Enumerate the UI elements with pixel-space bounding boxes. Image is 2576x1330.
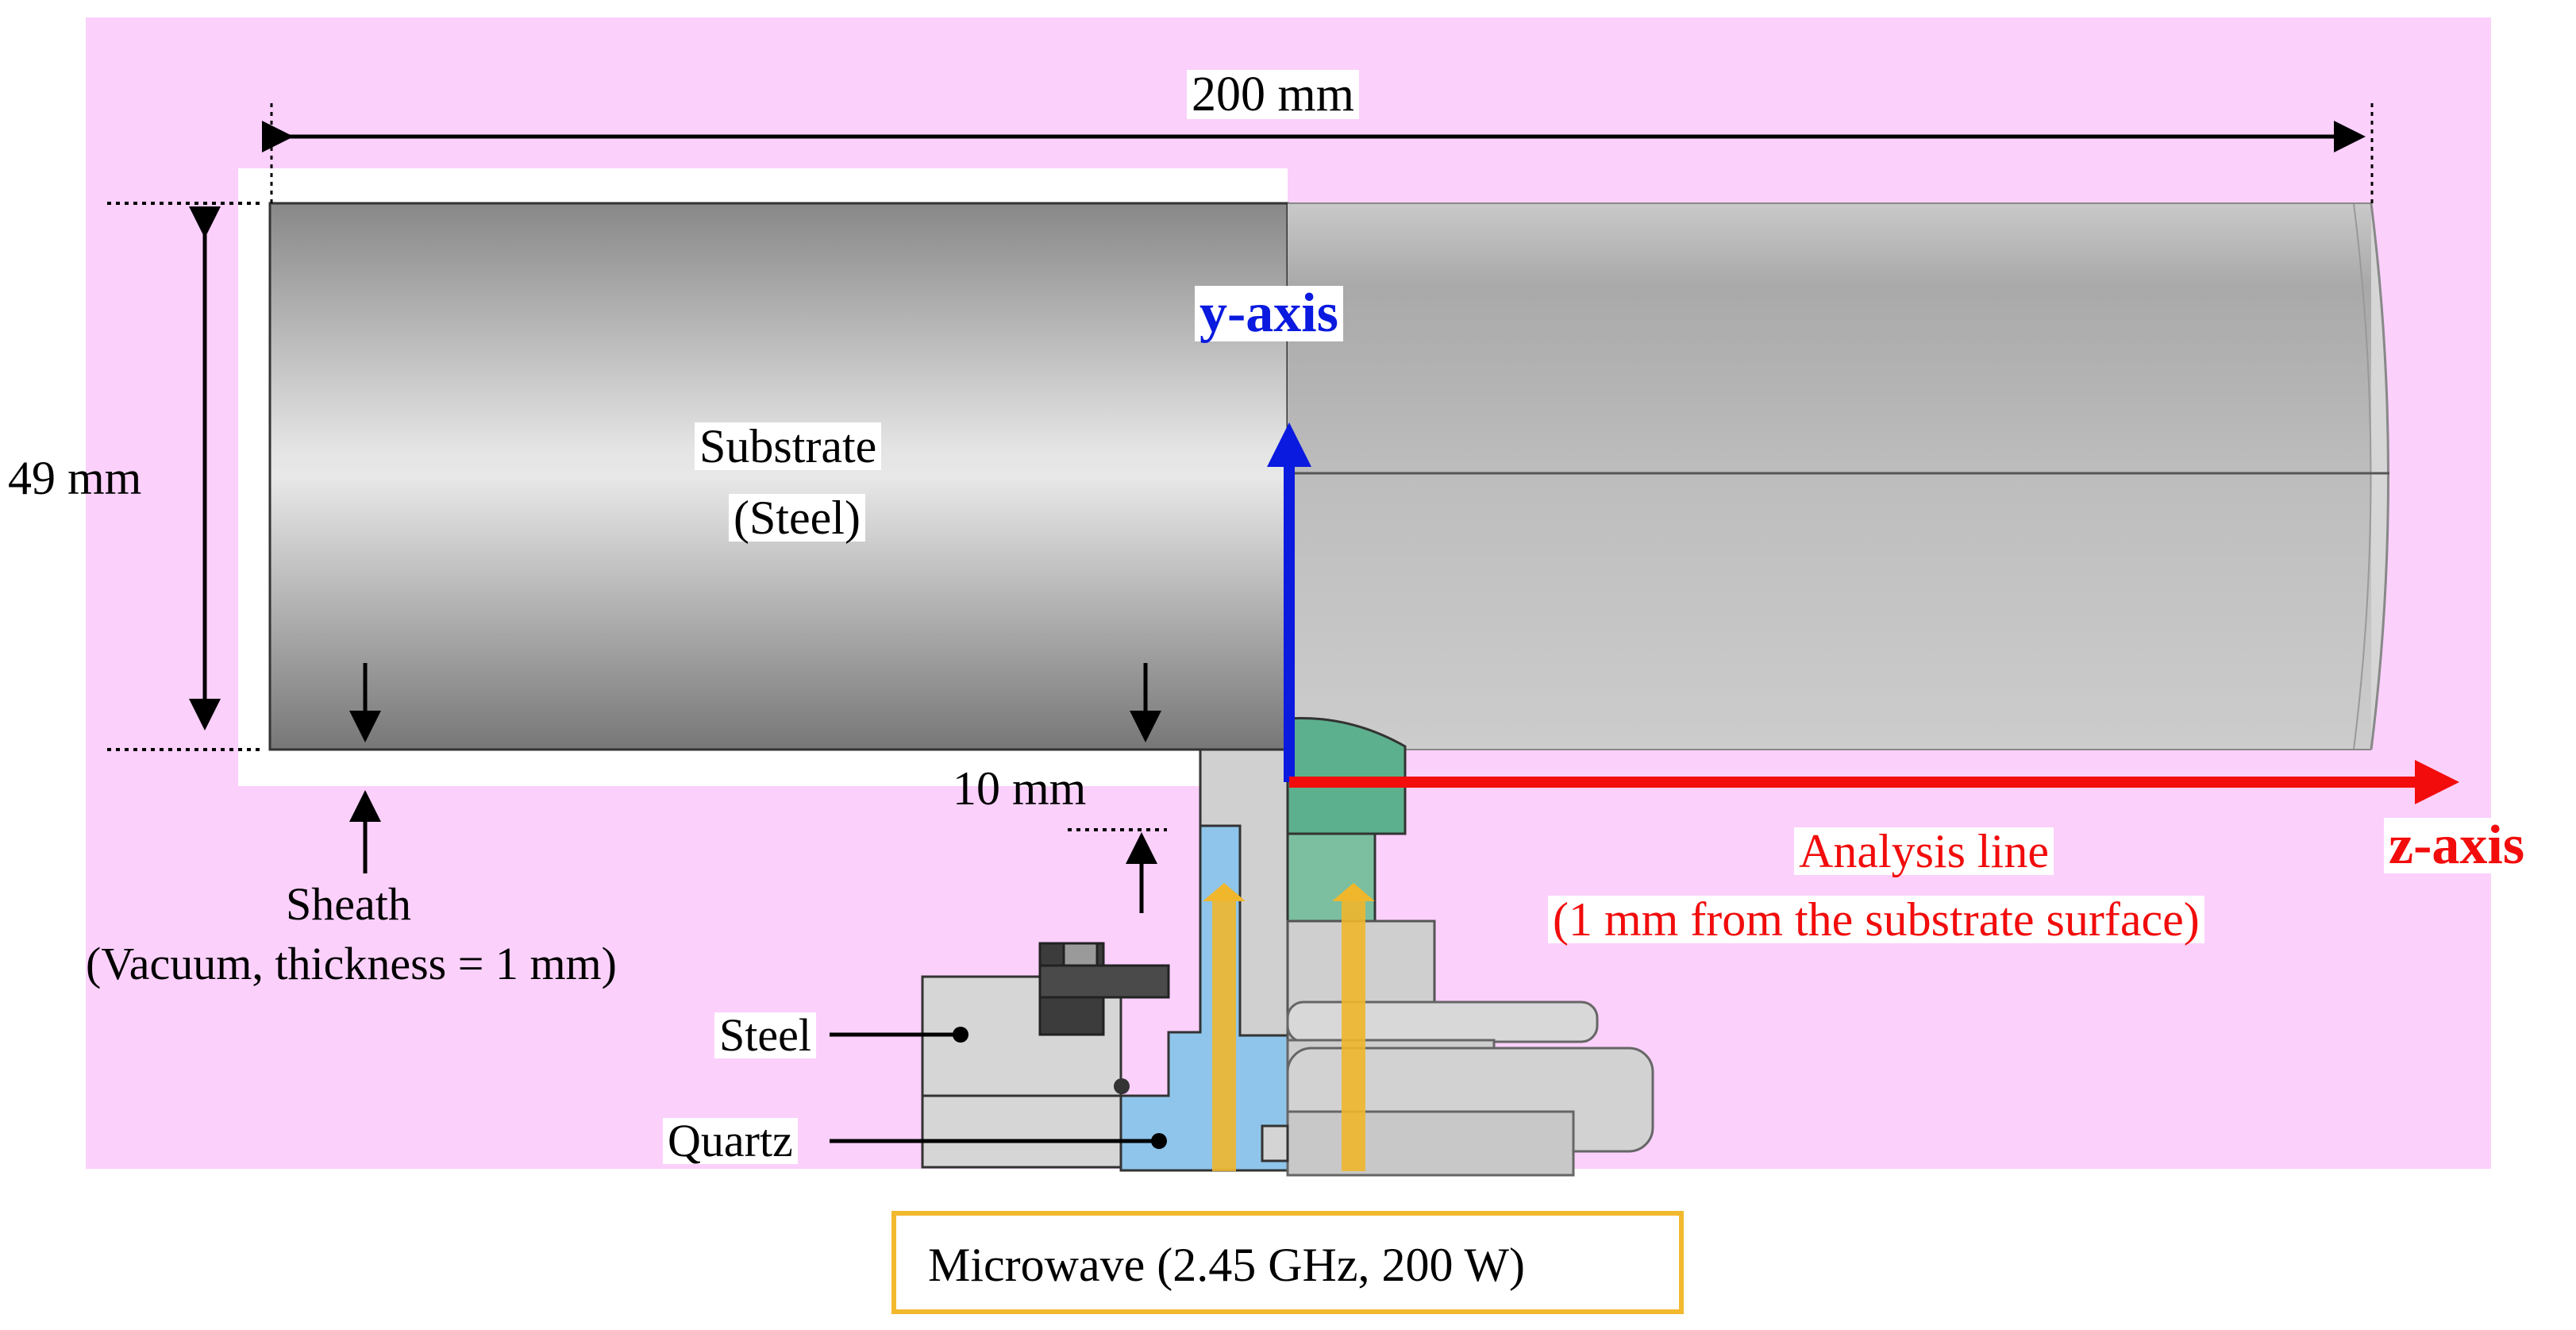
microwave-arrows	[1203, 883, 1375, 1171]
gap-dimension	[1068, 828, 1167, 913]
leader-lines	[830, 1027, 1167, 1149]
z-axis-label: z-axis	[2384, 818, 2530, 873]
quartz-window	[1119, 824, 1289, 1172]
height-dimension-label: 49 mm	[8, 452, 142, 504]
analysis-line-label: Analysis line	[1794, 827, 2054, 875]
steel-label: Steel	[714, 1012, 816, 1058]
y-axis-label: y-axis	[1195, 286, 1343, 341]
width-dimension	[262, 103, 2374, 203]
analysis-detail-label: (1 mm from the substrate surface)	[1548, 896, 2204, 943]
substrate-body	[268, 202, 1289, 751]
substrate-material-label: (Steel)	[729, 494, 865, 542]
sheath-label: Sheath	[286, 878, 411, 930]
steel-holder	[921, 942, 1170, 1169]
microwave-box: Microwave (2.45 GHz, 200 W)	[891, 1211, 1684, 1314]
width-dimension-label: 200 mm	[1187, 70, 1359, 119]
substrate-label: Substrate	[695, 422, 882, 470]
quartz-label: Quartz	[663, 1118, 798, 1164]
gap-dimension-label: 10 mm	[953, 762, 1087, 815]
height-dimension	[107, 202, 262, 751]
sheath-arrows	[349, 663, 1161, 873]
microwave-label: Microwave (2.45 GHz, 200 W)	[928, 1239, 1526, 1291]
substrate-cylinder-3d	[1288, 202, 2389, 750]
sheath-detail-label: (Vacuum, thickness = 1 mm)	[86, 938, 617, 989]
